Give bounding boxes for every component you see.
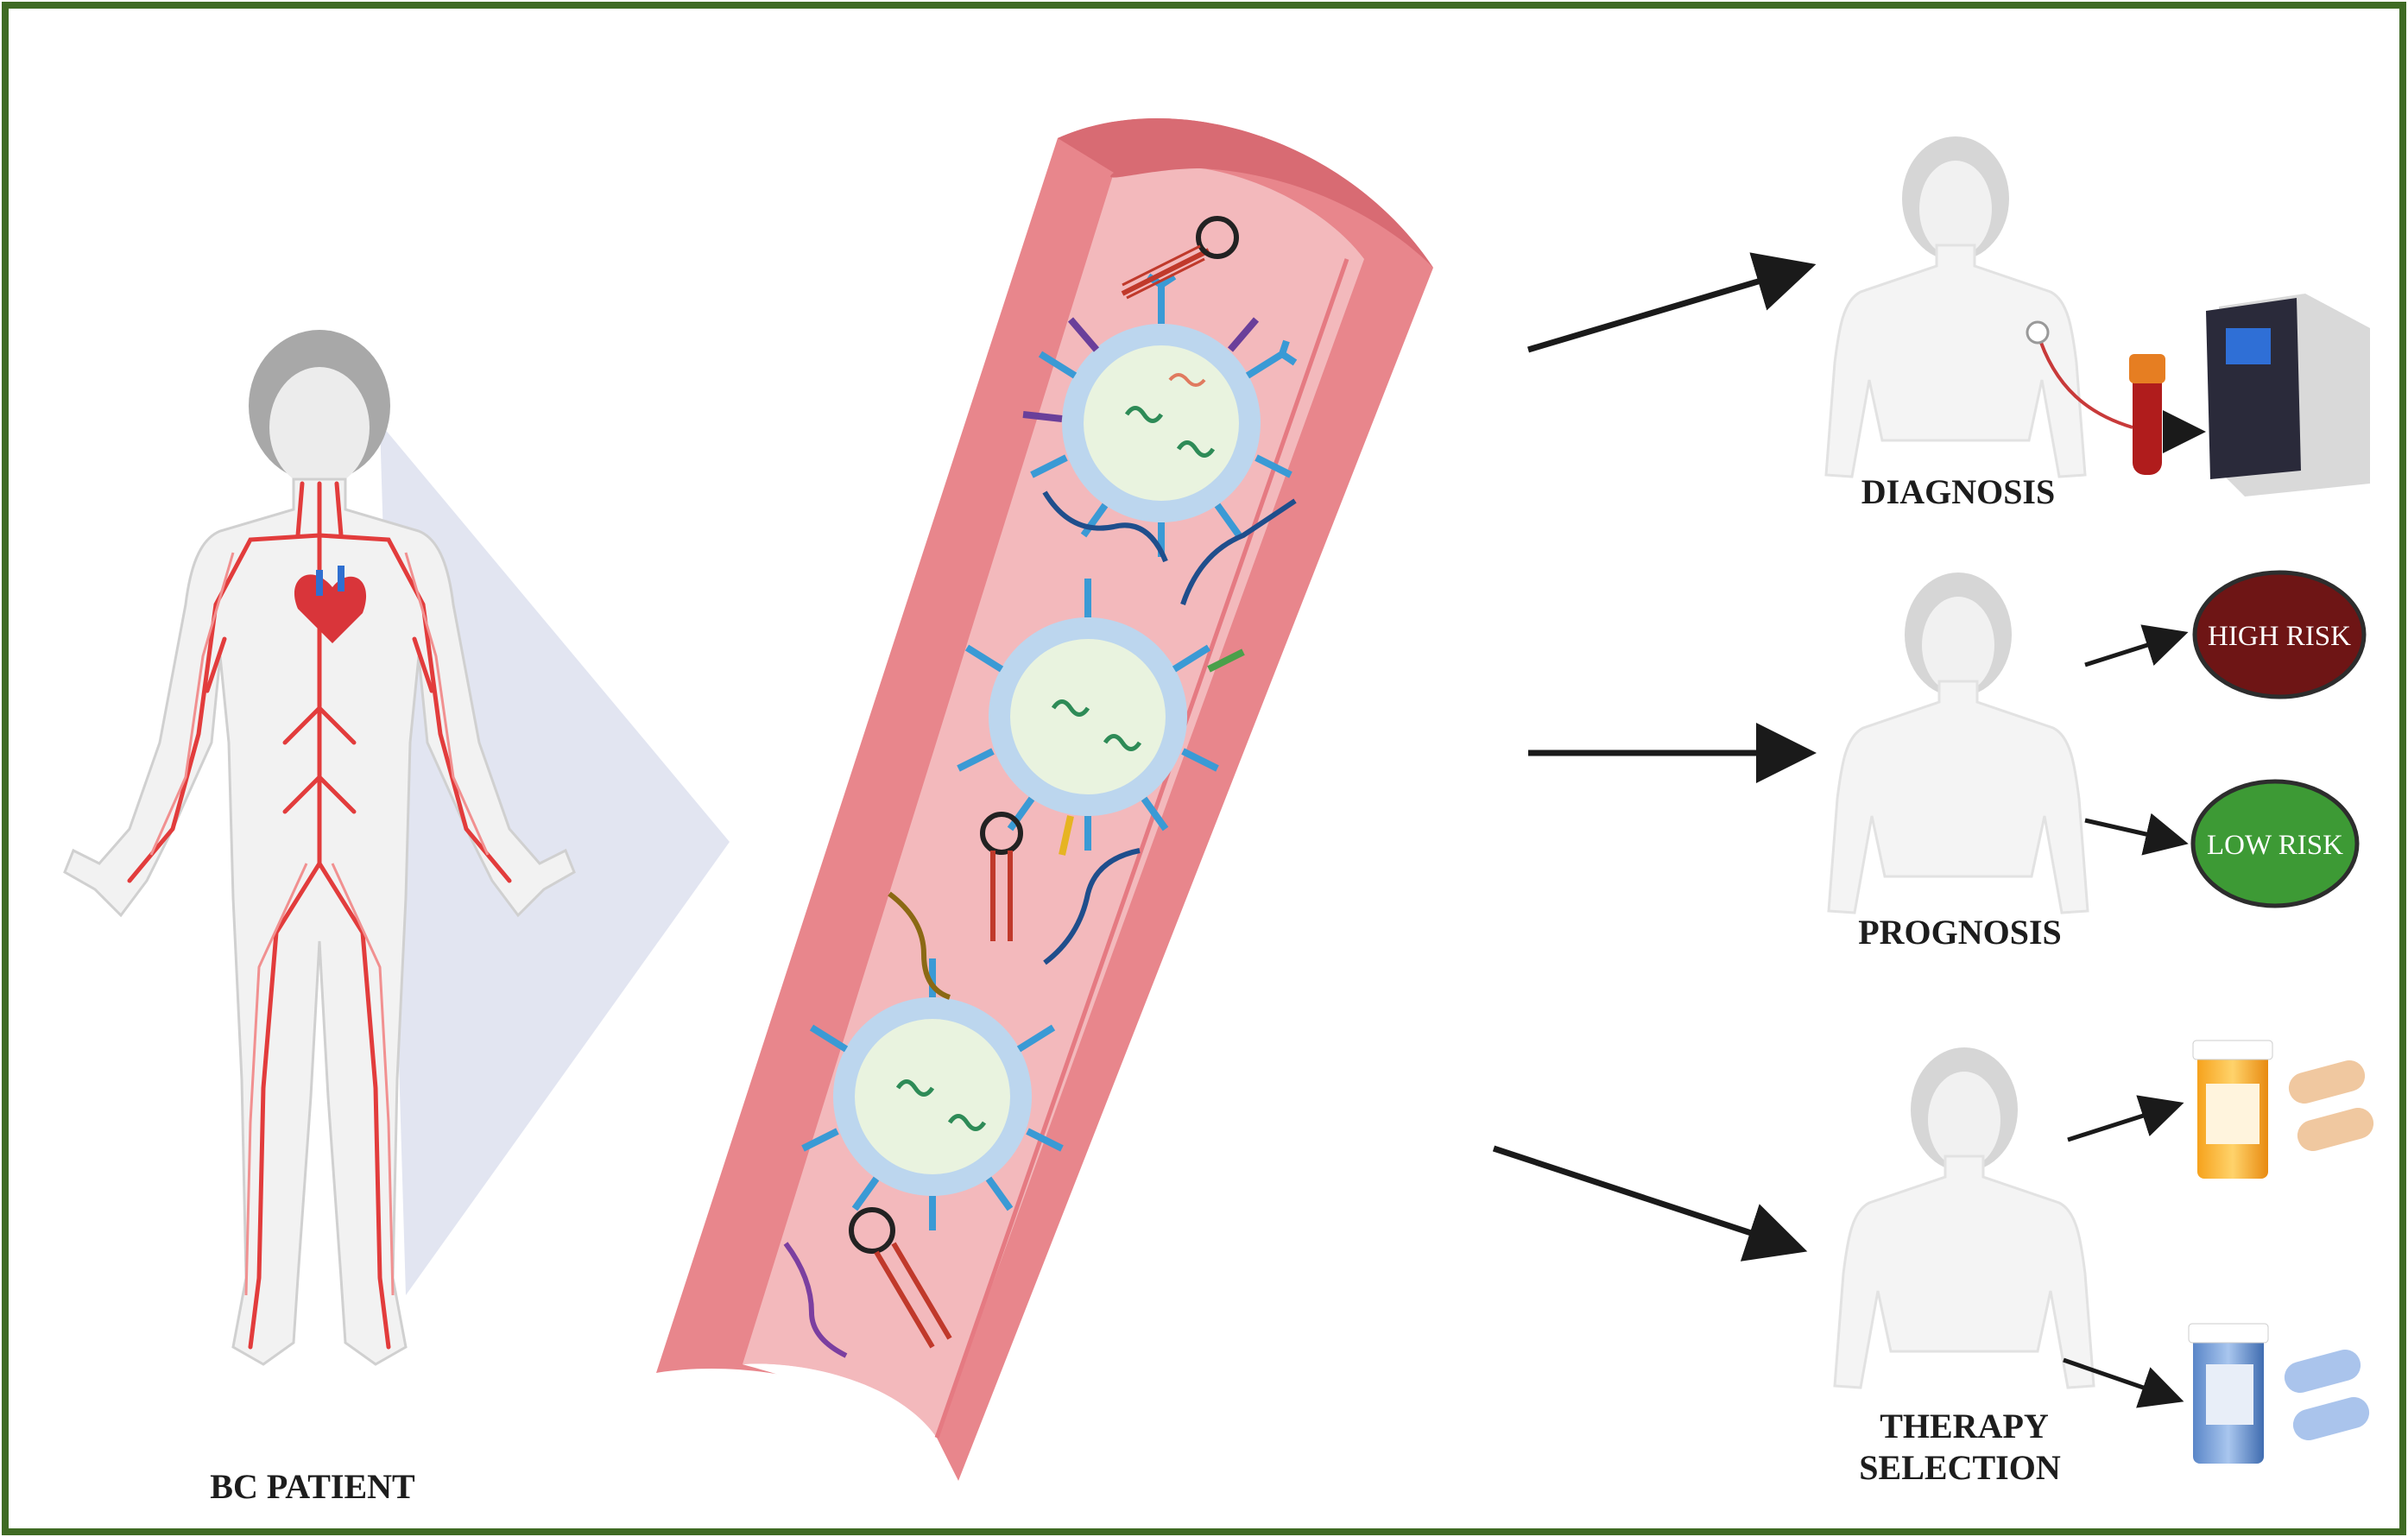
patient-figure-icon: [63, 330, 576, 1366]
arrow-low-risk: [2084, 813, 2189, 856]
prognosis-label: PROGNOSIS: [1858, 913, 2062, 952]
exosome-icon: [1022, 273, 1298, 557]
high-risk-label: HIGH RISK: [2208, 621, 2351, 652]
diagnosis-label: DIAGNOSIS: [1861, 472, 2056, 511]
arrow-high-risk: [2084, 624, 2189, 667]
high-risk-badge: [2192, 570, 2367, 699]
pill-bottle-icon: [2192, 1040, 2273, 1179]
diagnosis-figure-icon: [1824, 135, 2087, 478]
heart-icon: [294, 574, 367, 643]
patient-label: BC PATIENT: [210, 1467, 415, 1506]
exosome-icon: [801, 958, 1064, 1230]
therapy-label-line1: THERAPY: [1880, 1407, 2049, 1445]
prognosis-figure-icon: [1827, 571, 2089, 914]
blood-draw-line: [2036, 332, 2133, 429]
therapy-figure-icon: [1833, 1046, 2095, 1389]
low-risk-label: LOW RISK: [2207, 830, 2343, 861]
pill-icon: [2288, 1060, 2374, 1151]
arrow-therapy-a: [2067, 1095, 2184, 1142]
blood-tube-icon: [2129, 354, 2165, 475]
pill-icon: [2284, 1350, 2370, 1440]
pill-bottle-icon: [2188, 1323, 2269, 1464]
arrow-therapy-b: [2063, 1357, 2184, 1408]
therapy-label-line2: SELECTION: [1859, 1448, 2061, 1487]
pcr-machine-icon: [2206, 294, 2370, 497]
arrow-diagnosis: [1527, 252, 1817, 353]
arrow-therapy: [1492, 1145, 1808, 1262]
mirna-icon: [783, 216, 1297, 1358]
low-risk-badge: [2190, 779, 2360, 908]
exosome-icon: [957, 579, 1245, 856]
